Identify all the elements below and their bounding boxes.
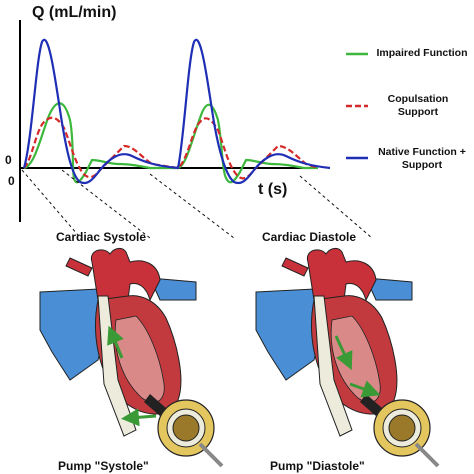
heart-pump-diastole-illustration: [255, 247, 440, 468]
pump-systole-caption: Pump "Systole": [58, 459, 149, 473]
cardiac-diastole-label: Cardiac Diastole: [262, 230, 356, 244]
origin-x-label: 0: [8, 174, 15, 188]
impaired-function-curve: [23, 102, 318, 184]
flow-arrow: [107, 325, 124, 359]
native-function-curve: [22, 38, 331, 185]
cardiac-systole-label: Cardiac Systole: [56, 230, 146, 244]
origin-y-label: 0: [5, 153, 12, 167]
flow-arrow: [349, 380, 381, 398]
flow-waveform-chart: Q (mL/min) t (s) 0 0: [5, 4, 331, 222]
flow-arrow: [121, 408, 157, 427]
flow-arrow: [334, 335, 353, 371]
legend-label-copulsation: Copulsation Support: [387, 93, 449, 118]
legend-label-impaired: Impaired Function: [376, 47, 468, 59]
legend-label-native: Native Function + Support: [378, 146, 466, 171]
y-axis-label: Q (mL/min): [32, 4, 116, 21]
phase-guides: [21, 169, 373, 243]
pump-diastole-caption: Pump "Diastole": [270, 459, 365, 473]
legend: [346, 52, 368, 160]
heart-pump-systole-illustration: [39, 247, 224, 468]
x-axis-label: t (s): [258, 181, 287, 198]
copulsation-support-curve: [23, 116, 319, 180]
